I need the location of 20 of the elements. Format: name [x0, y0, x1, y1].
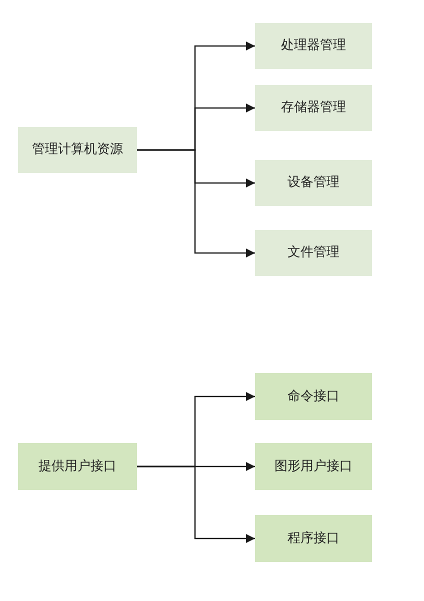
box-label: 处理器管理 [281, 37, 346, 56]
process-box [255, 23, 372, 69]
box-label: 图形用户接口 [274, 458, 352, 476]
process-box [255, 515, 372, 562]
process-box [255, 443, 372, 490]
box-label: 命令接口 [288, 388, 340, 406]
arrow [137, 149, 255, 258]
process-box [18, 127, 137, 173]
box-label: 程序接口 [288, 530, 340, 548]
process-box [255, 373, 372, 420]
process-box [255, 230, 372, 276]
box-label: 管理计算机资源 [32, 141, 123, 160]
process-box [18, 443, 137, 490]
box-label: 设备管理 [288, 174, 340, 192]
box-label: 提供用户接口 [38, 458, 116, 476]
process-box [255, 160, 372, 206]
box-label: 文件管理 [288, 244, 340, 262]
arrow [137, 466, 255, 544]
process-box [255, 85, 372, 131]
box-label: 存储器管理 [281, 99, 346, 118]
